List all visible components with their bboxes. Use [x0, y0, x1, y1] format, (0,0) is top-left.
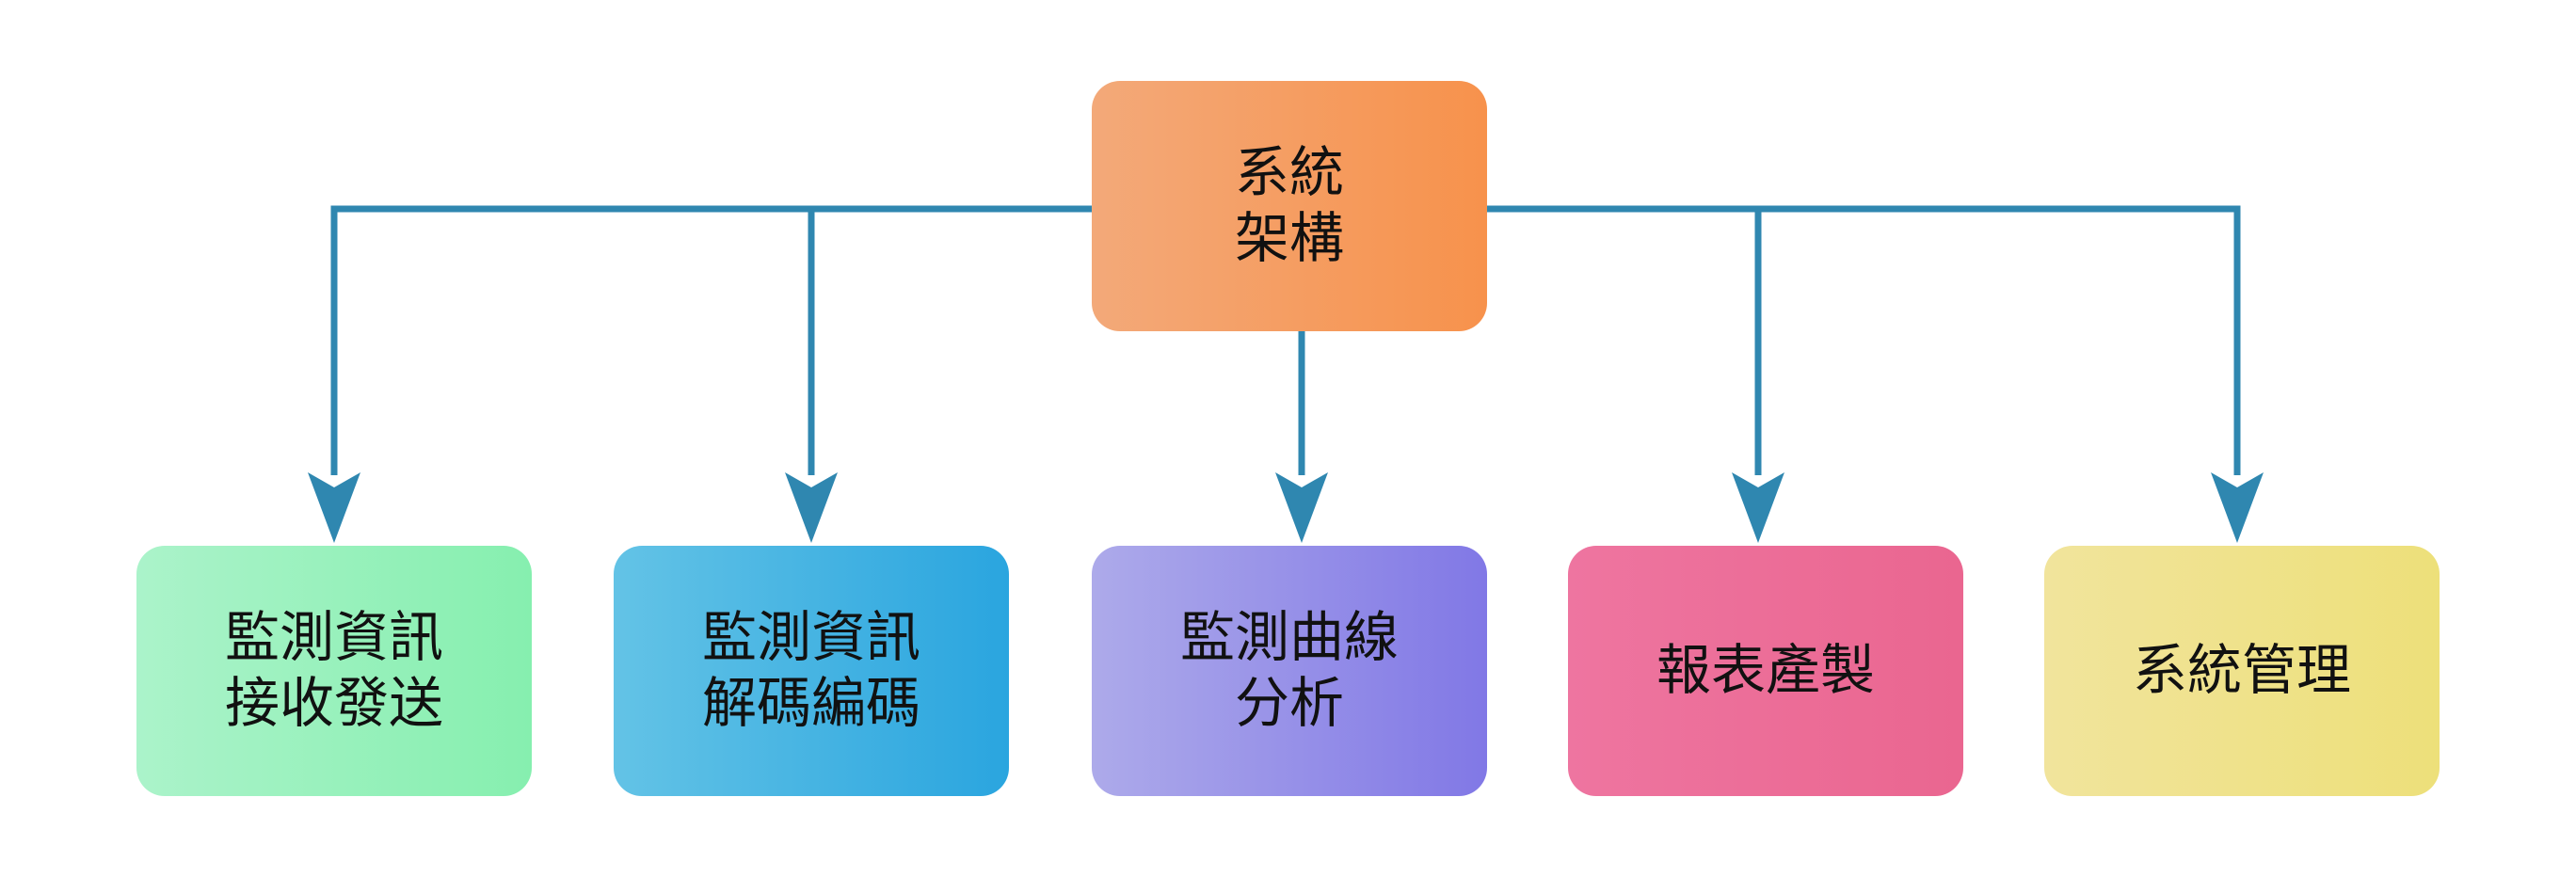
- child-node-system-management: 系統管理: [2044, 546, 2440, 796]
- child-node-monitoring-decode-encode: 監測資訊 解碼編碼: [614, 546, 1009, 796]
- arrowhead-child-4: [2211, 472, 2264, 543]
- child-node-monitoring-receive-send: 監測資訊 接收發送: [136, 546, 532, 796]
- arrowhead-child-3: [1732, 472, 1784, 543]
- arrowhead-child-2: [1275, 472, 1328, 543]
- arrowhead-child-1: [785, 472, 838, 543]
- child-node-label: 報表產製: [1656, 638, 1875, 703]
- child-node-label: 監測資訊 接收發送: [224, 605, 443, 735]
- root-node: 系統 架構: [1092, 81, 1487, 331]
- arrowhead-child-0: [308, 472, 360, 543]
- child-node-curve-analysis: 監測曲線 分析: [1092, 546, 1487, 796]
- connector-right-inner-branch: [1487, 205, 2241, 475]
- root-node-label: 系統 架構: [1234, 140, 1344, 270]
- child-node-label: 監測曲線 分析: [1179, 605, 1399, 735]
- connector-left-branch: [330, 205, 1092, 475]
- child-node-label: 監測資訊 解碼編碼: [701, 605, 920, 735]
- child-node-report-generation: 報表產製: [1568, 546, 1963, 796]
- child-node-label: 系統管理: [2132, 638, 2351, 703]
